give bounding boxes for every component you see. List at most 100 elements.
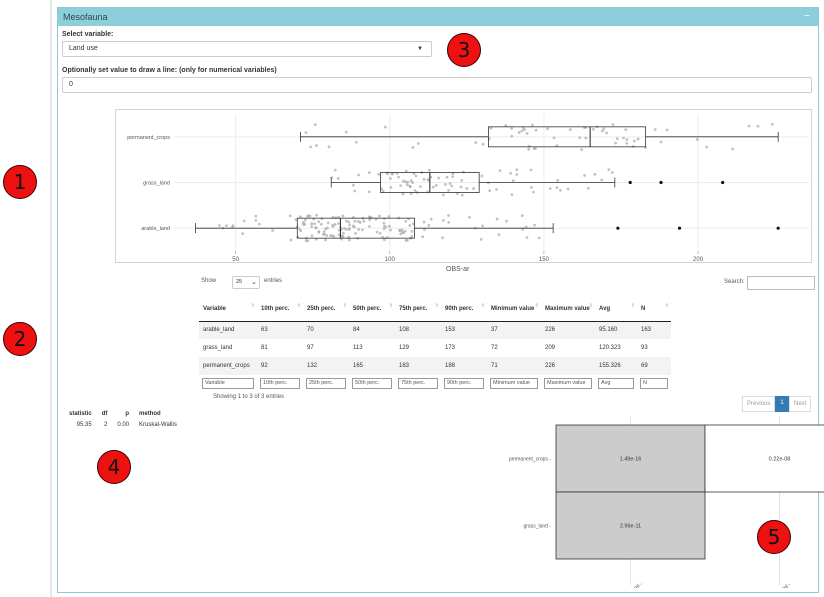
- variable-select[interactable]: Land use ▼: [62, 41, 432, 57]
- table-cell: 132: [303, 357, 349, 375]
- table-cell: 183: [395, 357, 441, 375]
- jitter-point: [401, 179, 405, 183]
- column-filter-input[interactable]: 90th perc.: [444, 377, 484, 389]
- y-tick-label: permanent_crops: [127, 135, 170, 141]
- column-filter-input[interactable]: Maximum value: [544, 377, 592, 389]
- panel-header: Mesofauna −: [58, 8, 818, 26]
- heatmap-cell-label: 0.22e-08: [769, 457, 791, 463]
- column-header[interactable]: Minimum value⇕: [487, 297, 541, 322]
- column-header[interactable]: 90th perc.⇕: [441, 297, 487, 322]
- jitter-point: [362, 219, 366, 223]
- jitter-point: [241, 232, 245, 235]
- column-header[interactable]: 10th perc.⇕: [257, 297, 303, 322]
- mesofauna-panel: Mesofauna − Select variable: Land use ▼ …: [57, 7, 824, 593]
- jitter-point: [367, 215, 371, 219]
- jitter-point: [605, 131, 609, 135]
- search-label: Search:: [724, 279, 745, 285]
- jitter-point: [409, 179, 413, 183]
- jitter-point: [533, 223, 536, 227]
- jitter-point: [313, 222, 316, 226]
- column-header[interactable]: Variable⇕: [199, 297, 257, 322]
- outlier-point: [616, 226, 620, 230]
- table-cell: permanent_crops: [199, 357, 257, 375]
- column-header[interactable]: Avg⇕: [595, 297, 637, 322]
- jitter-point: [583, 174, 586, 177]
- column-header-label: 25th perc.: [307, 305, 336, 312]
- next-page-button[interactable]: Next: [789, 396, 812, 412]
- column-header[interactable]: 50th perc.⇕: [349, 297, 395, 322]
- column-header[interactable]: 25th perc.⇕: [303, 297, 349, 322]
- jitter-point: [310, 234, 314, 238]
- table-cell: 71: [487, 357, 541, 375]
- page-1-button[interactable]: 1: [775, 396, 789, 412]
- page-length-select[interactable]: 25 ⌄: [232, 276, 260, 289]
- heatmap-cell-label: 1.49e-16: [620, 457, 642, 463]
- jitter-point: [451, 172, 455, 176]
- jitter-point: [347, 238, 351, 242]
- jitter-point: [416, 142, 420, 145]
- jitter-point: [299, 215, 302, 219]
- jitter-point: [580, 148, 583, 152]
- summary-table: Variable⇕10th perc.⇕25th perc.⇕50th perc…: [199, 297, 671, 391]
- column-filter-input[interactable]: 75th perc.: [398, 377, 438, 389]
- jitter-point: [747, 124, 751, 128]
- table-cell: 226: [541, 357, 595, 375]
- jitter-point: [397, 175, 400, 179]
- column-filter-input[interactable]: 50th perc.: [352, 377, 392, 389]
- jitter-point: [474, 141, 478, 144]
- collapse-button[interactable]: −: [804, 11, 810, 22]
- kw-method: Kruskal-Wallis: [139, 422, 177, 428]
- jitter-point: [401, 192, 405, 196]
- table-search-input[interactable]: [747, 276, 815, 290]
- column-filter-input[interactable]: 10th perc.: [260, 377, 300, 389]
- jitter-point: [445, 175, 449, 179]
- jitter-point: [421, 235, 425, 239]
- jitter-point: [333, 168, 337, 172]
- jitter-point: [408, 224, 412, 227]
- jitter-point: [357, 228, 361, 231]
- jitter-point: [462, 170, 465, 174]
- line-value-input[interactable]: 0: [62, 77, 812, 93]
- column-filter-input[interactable]: Minimum value: [490, 377, 538, 389]
- heatmap-cell: [704, 424, 824, 493]
- jitter-point: [481, 224, 484, 228]
- column-header[interactable]: N⇕: [637, 297, 671, 322]
- column-header-label: Minimum value: [491, 305, 535, 312]
- column-header[interactable]: 75th perc.⇕: [395, 297, 441, 322]
- x-tick-label: 50: [232, 257, 239, 262]
- jitter-point: [441, 219, 445, 222]
- jitter-point: [378, 231, 382, 235]
- jitter-point: [423, 228, 426, 231]
- jitter-point: [413, 189, 417, 192]
- jitter-point: [510, 127, 514, 130]
- select-variable-label: Select variable:: [62, 31, 114, 38]
- outlier-point: [776, 226, 780, 230]
- column-filter-input[interactable]: Variable: [202, 377, 254, 389]
- column-header[interactable]: Maximum value⇕: [541, 297, 595, 322]
- previous-page-button[interactable]: Previous: [742, 396, 776, 412]
- column-filter-input[interactable]: N: [640, 377, 668, 389]
- jitter-point: [527, 144, 531, 148]
- kw-header-method: method: [139, 411, 161, 417]
- sort-icon: ⇕: [388, 303, 393, 309]
- jitter-point: [451, 175, 455, 179]
- jitter-point: [340, 234, 344, 238]
- table-cell: 69: [637, 357, 671, 375]
- filter-cell: Maximum value: [541, 375, 595, 391]
- jitter-point: [459, 185, 463, 189]
- jitter-point: [472, 187, 475, 190]
- column-filter-input[interactable]: Avg: [598, 377, 634, 389]
- jitter-point: [411, 146, 415, 149]
- column-header-label: Maximum value: [545, 305, 590, 312]
- jitter-point: [319, 222, 323, 226]
- jitter-point: [529, 186, 533, 189]
- jitter-point: [410, 234, 414, 238]
- entries-label: entries: [264, 278, 283, 284]
- table-cell: 63: [257, 321, 303, 339]
- heatmap-cell-label: 2.96e-11: [620, 524, 641, 530]
- filter-cell: 25th perc.: [303, 375, 349, 391]
- column-filter-input[interactable]: 25th perc.: [306, 377, 346, 389]
